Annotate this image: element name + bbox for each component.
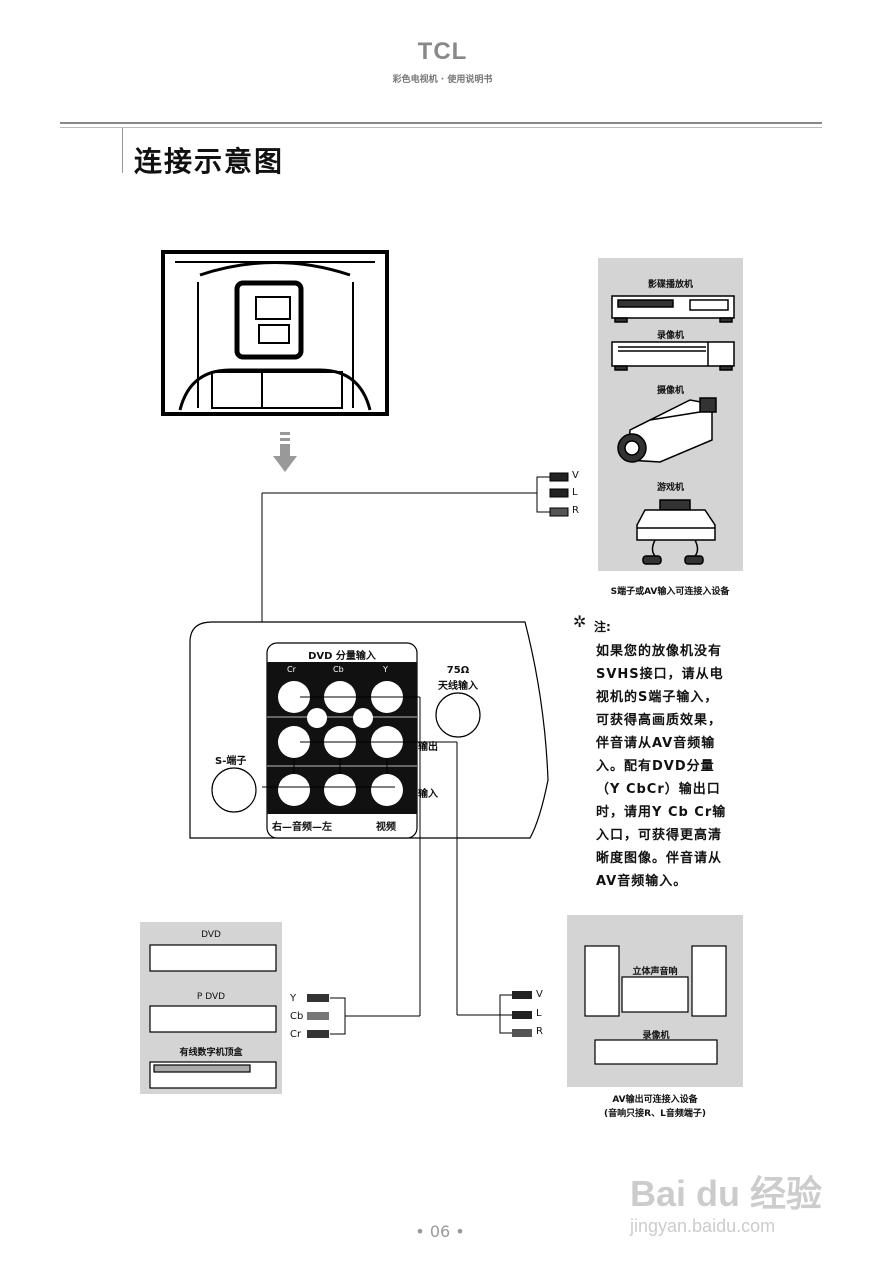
device-label: 录像机 (656, 331, 684, 341)
input-devices-caption: S端子或AV输入可连接入设备 (610, 587, 730, 597)
jack-cr (278, 681, 310, 713)
device-label: P DVD (196, 992, 226, 1002)
output-label: 输出 (418, 742, 438, 753)
watermark-url: jingyan.baidu.com (630, 1216, 776, 1236)
plug-label-v: V (572, 470, 579, 481)
note-label: 注: (594, 620, 611, 634)
jack-in-l (324, 774, 356, 806)
jack-small-1 (307, 708, 327, 728)
audio-label: 右—音频—左 (272, 822, 332, 833)
antenna-label-2: 天线输入 (438, 681, 478, 692)
plug-label-v: V (536, 989, 543, 1000)
jack-out-r (278, 726, 310, 758)
tv-back-illustration (161, 250, 389, 416)
plug-label-r: R (536, 1026, 543, 1037)
header-rule (60, 122, 822, 124)
device-label: 摄像机 (656, 386, 684, 396)
label-cb: Cb (333, 665, 344, 674)
label-cr: Cr (287, 665, 296, 674)
right-speaker-illustration (691, 945, 727, 1017)
vcr-bottom-illustration (594, 1039, 718, 1065)
page-number: • 06 • (415, 1222, 465, 1241)
header-rule-thin (60, 127, 822, 128)
down-arrow-icon (273, 432, 297, 472)
watermark-brand: Bai du 经验 (630, 1173, 823, 1214)
device-label: 录像机 (642, 1031, 670, 1041)
camcorder-illustration (617, 397, 717, 463)
jack-in-r (278, 774, 310, 806)
plug-label-l: L (536, 1008, 542, 1019)
input-label: 输入 (418, 789, 438, 800)
s-terminal-label: S-端子 (215, 756, 247, 767)
jack-small-2 (353, 708, 373, 728)
device-label: 有线数字机顶盒 (179, 1048, 243, 1058)
title-divider (122, 128, 123, 173)
game-console-illustration (636, 499, 716, 565)
brand-logo: TCL (417, 38, 468, 65)
label-y: Y (383, 665, 388, 674)
stereo-illustration (621, 976, 689, 1013)
device-label: 游戏机 (656, 483, 684, 493)
device-label: 影碟播放机 (647, 280, 693, 290)
dvd-illustration (149, 944, 277, 972)
plug-label-cr: Cr (290, 1029, 302, 1040)
document-subtitle: 彩色电视机 · 使用说明书 (392, 75, 493, 85)
plug-label-l: L (572, 487, 578, 498)
component-plugs (307, 994, 329, 1038)
device-label: 立体声音响 (632, 967, 678, 977)
video-label: 视频 (376, 822, 396, 833)
lightbulb-icon: ✲ (573, 612, 587, 631)
dvd-player-illustration (611, 295, 735, 323)
plug-label-y: Y (290, 993, 297, 1004)
dvd-component-header: DVD 分量输入 (308, 651, 376, 662)
jack-sockets (278, 681, 403, 806)
vcr-illustration (611, 341, 735, 371)
antenna-jack (435, 692, 481, 738)
jack-in-video (371, 774, 403, 806)
s-terminal-jack (211, 767, 257, 813)
pdvd-illustration (149, 1005, 277, 1033)
plug-label-r: R (572, 505, 579, 516)
device-label: DVD (201, 930, 221, 940)
av-plugs-bottom (512, 991, 532, 1037)
av-output-note: (音响只接R、L音频端子) (604, 1109, 706, 1119)
note-body: 如果您的放像机没有 SVHS接口，请从电 视机的S端子输入， 可获得高画质效果，… (596, 644, 727, 889)
plug-label-cb: Cb (290, 1011, 304, 1022)
page-title: 连接示意图 (134, 145, 285, 178)
connection-lines (262, 696, 512, 1035)
left-speaker-illustration (584, 945, 620, 1017)
av-output-caption: AV输出可连接入设备 (612, 1095, 698, 1105)
set-top-box-illustration (149, 1061, 277, 1089)
antenna-label-1: 75Ω (446, 665, 470, 676)
